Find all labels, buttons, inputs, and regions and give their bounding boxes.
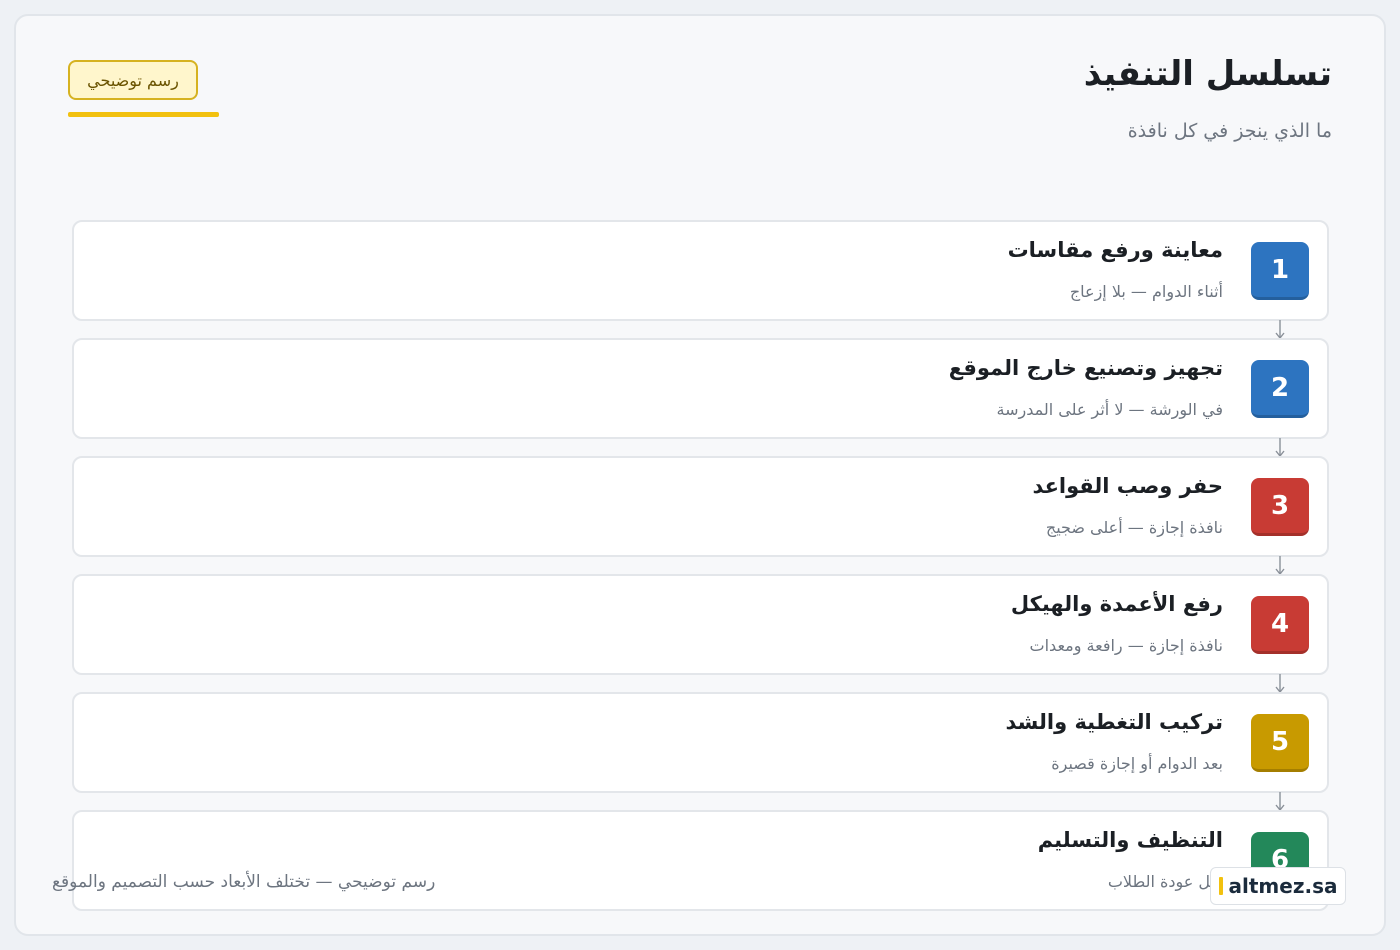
connector-arrow-icon xyxy=(1275,792,1285,812)
illustration-badge: رسم توضيحي xyxy=(68,60,198,100)
step-title: تركيب التغطية والشد xyxy=(1005,710,1224,734)
step-card-4: 4 رفع الأعمدة والهيكل نافذة إجازة — رافع… xyxy=(72,574,1329,675)
step-subtitle: أثناء الدوام — بلا إزعاج xyxy=(1069,282,1223,301)
step-card-6: 6 التنظيف والتسليم قبل عودة الطلاب xyxy=(72,810,1329,911)
badge-underline xyxy=(68,112,219,117)
connector-arrow-icon xyxy=(1275,674,1285,694)
connector-arrow-icon xyxy=(1275,438,1285,458)
brand-text: altmez.sa xyxy=(1228,874,1338,898)
step-title: تجهيز وتصنيع خارج الموقع xyxy=(948,356,1223,380)
step-card-3: 3 حفر وصب القواعد نافذة إجازة — أعلى ضجي… xyxy=(72,456,1329,557)
step-subtitle: نافذة إجازة — رافعة ومعدات xyxy=(1029,636,1223,655)
step-title: التنظيف والتسليم xyxy=(1037,828,1223,852)
step-title: معاينة ورفع مقاسات xyxy=(1007,238,1223,262)
step-card-5: 5 تركيب التغطية والشد بعد الدوام أو إجاز… xyxy=(72,692,1329,793)
step-subtitle: نافذة إجازة — أعلى ضجيج xyxy=(1045,518,1223,537)
step-subtitle: في الورشة — لا أثر على المدرسة xyxy=(996,400,1223,419)
page-title: تسلسل التنفيذ xyxy=(1083,54,1332,94)
step-number-badge: 1 xyxy=(1251,242,1309,300)
step-title: رفع الأعمدة والهيكل xyxy=(1010,592,1223,616)
step-number-badge: 5 xyxy=(1251,714,1309,772)
step-subtitle: قبل عودة الطلاب xyxy=(1107,872,1223,891)
step-subtitle: بعد الدوام أو إجازة قصيرة xyxy=(1051,754,1223,773)
connector-arrow-icon xyxy=(1275,320,1285,340)
step-number-badge: 2 xyxy=(1251,360,1309,418)
step-number-badge: 4 xyxy=(1251,596,1309,654)
step-card-2: 2 تجهيز وتصنيع خارج الموقع في الورشة — ل… xyxy=(72,338,1329,439)
footnote: رسم توضيحي — تختلف الأبعاد حسب التصميم و… xyxy=(52,872,436,892)
step-number-badge: 3 xyxy=(1251,478,1309,536)
brand-watermark: altmez.sa xyxy=(1210,867,1346,905)
step-card-1: 1 معاينة ورفع مقاسات أثناء الدوام — بلا … xyxy=(72,220,1329,321)
connector-arrow-icon xyxy=(1275,556,1285,576)
brand-accent-bar xyxy=(1218,877,1223,895)
step-title: حفر وصب القواعد xyxy=(1032,474,1223,498)
page-subtitle: ما الذي ينجز في كل نافذة xyxy=(1127,120,1332,142)
